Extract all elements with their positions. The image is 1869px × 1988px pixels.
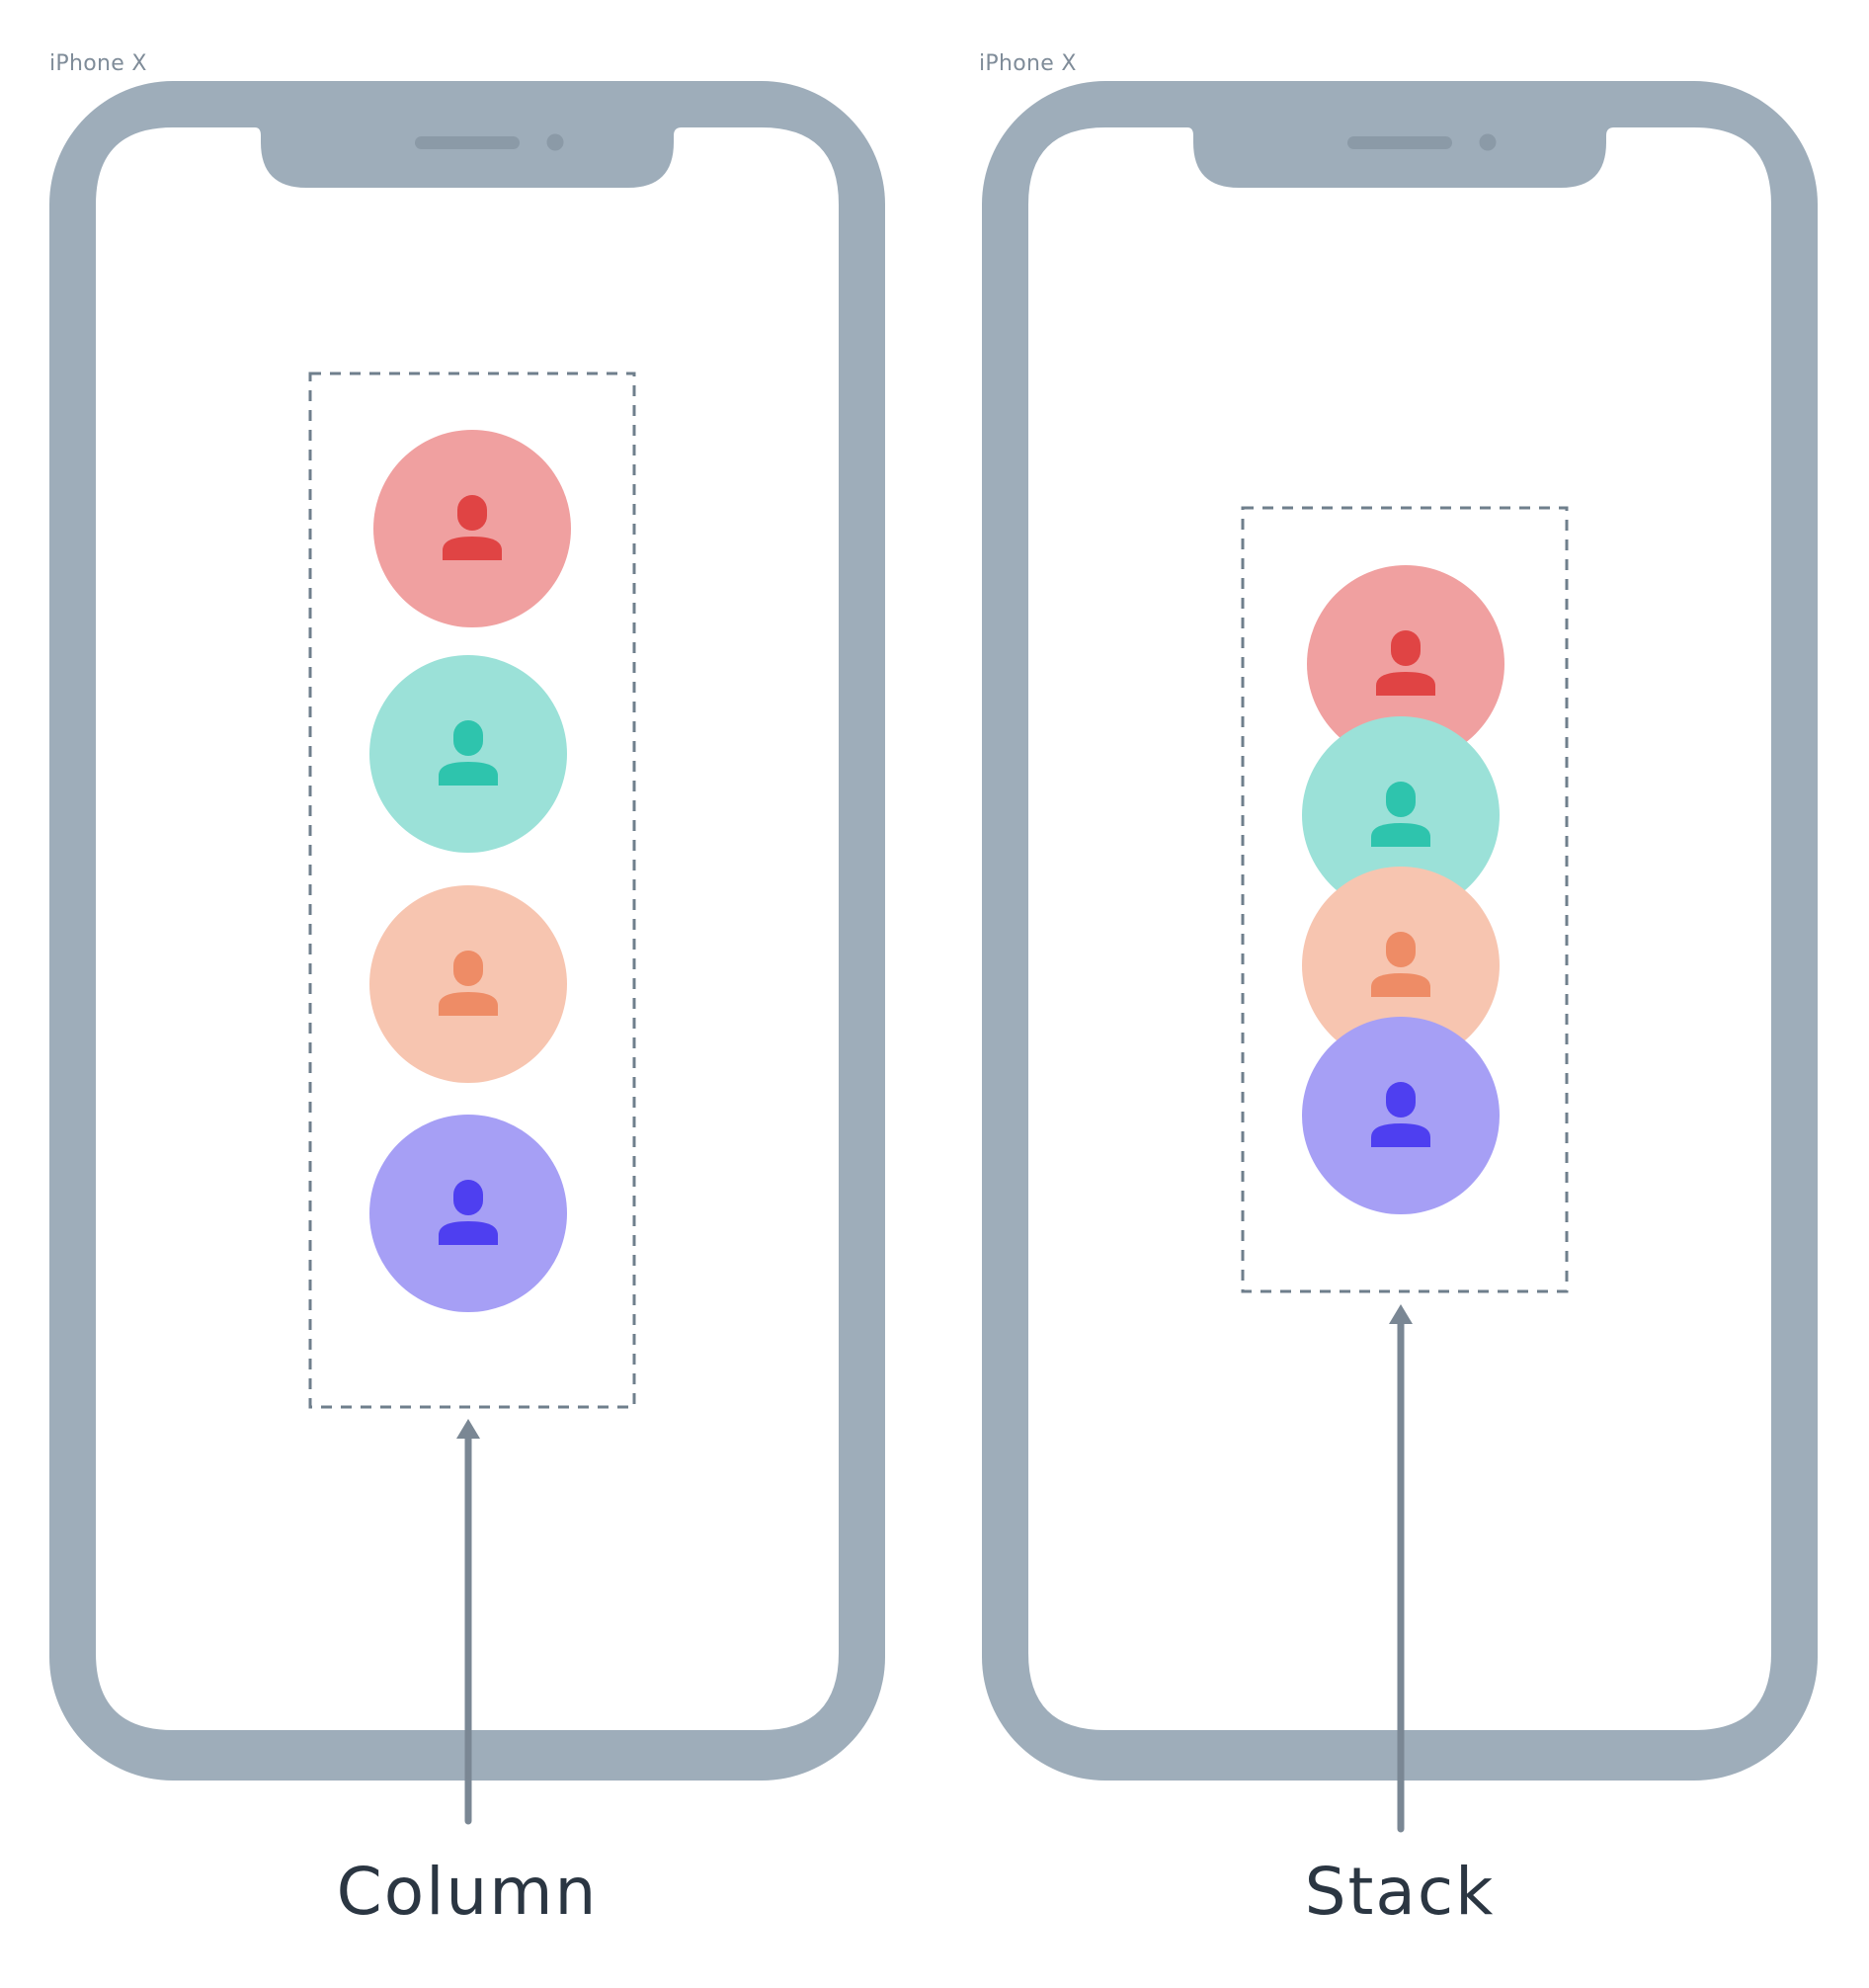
speaker-grille [415, 136, 520, 149]
person-icon [443, 495, 502, 560]
person-icon [439, 720, 498, 786]
device-label-column: iPhone X [49, 51, 147, 76]
arrow-column [456, 1419, 480, 1825]
avatar-teal [369, 655, 567, 853]
arrow-stack [1389, 1304, 1413, 1833]
arrow-head [1389, 1304, 1413, 1324]
stack-bounds-box [1241, 506, 1569, 1293]
stack-avatars [1302, 565, 1504, 1214]
column-avatars [369, 430, 571, 1312]
phone-frame-stack [982, 81, 1818, 1833]
person-icon [439, 951, 498, 1016]
speaker-grille [1347, 136, 1452, 149]
person-icon [1371, 1082, 1430, 1147]
avatar-teal [1302, 716, 1500, 914]
avatar-purple [369, 1115, 567, 1312]
person-icon [439, 1180, 498, 1245]
front-camera [1479, 133, 1497, 151]
avatar-purple [1302, 1017, 1500, 1214]
avatar-peach [1302, 867, 1500, 1064]
front-camera [546, 133, 564, 151]
phone-frame-column [49, 81, 885, 1825]
person-icon [1376, 630, 1435, 696]
device-label-stack: iPhone X [979, 51, 1077, 76]
person-icon [1371, 782, 1430, 847]
avatar-peach [369, 885, 567, 1083]
avatar-red [1307, 565, 1504, 763]
column-bounds-box [308, 372, 636, 1409]
caption-stack: Stack [1304, 1854, 1496, 1930]
person-icon [1371, 932, 1430, 997]
arrow-head [456, 1419, 480, 1439]
caption-column: Column [336, 1854, 599, 1930]
avatar-red [373, 430, 571, 627]
